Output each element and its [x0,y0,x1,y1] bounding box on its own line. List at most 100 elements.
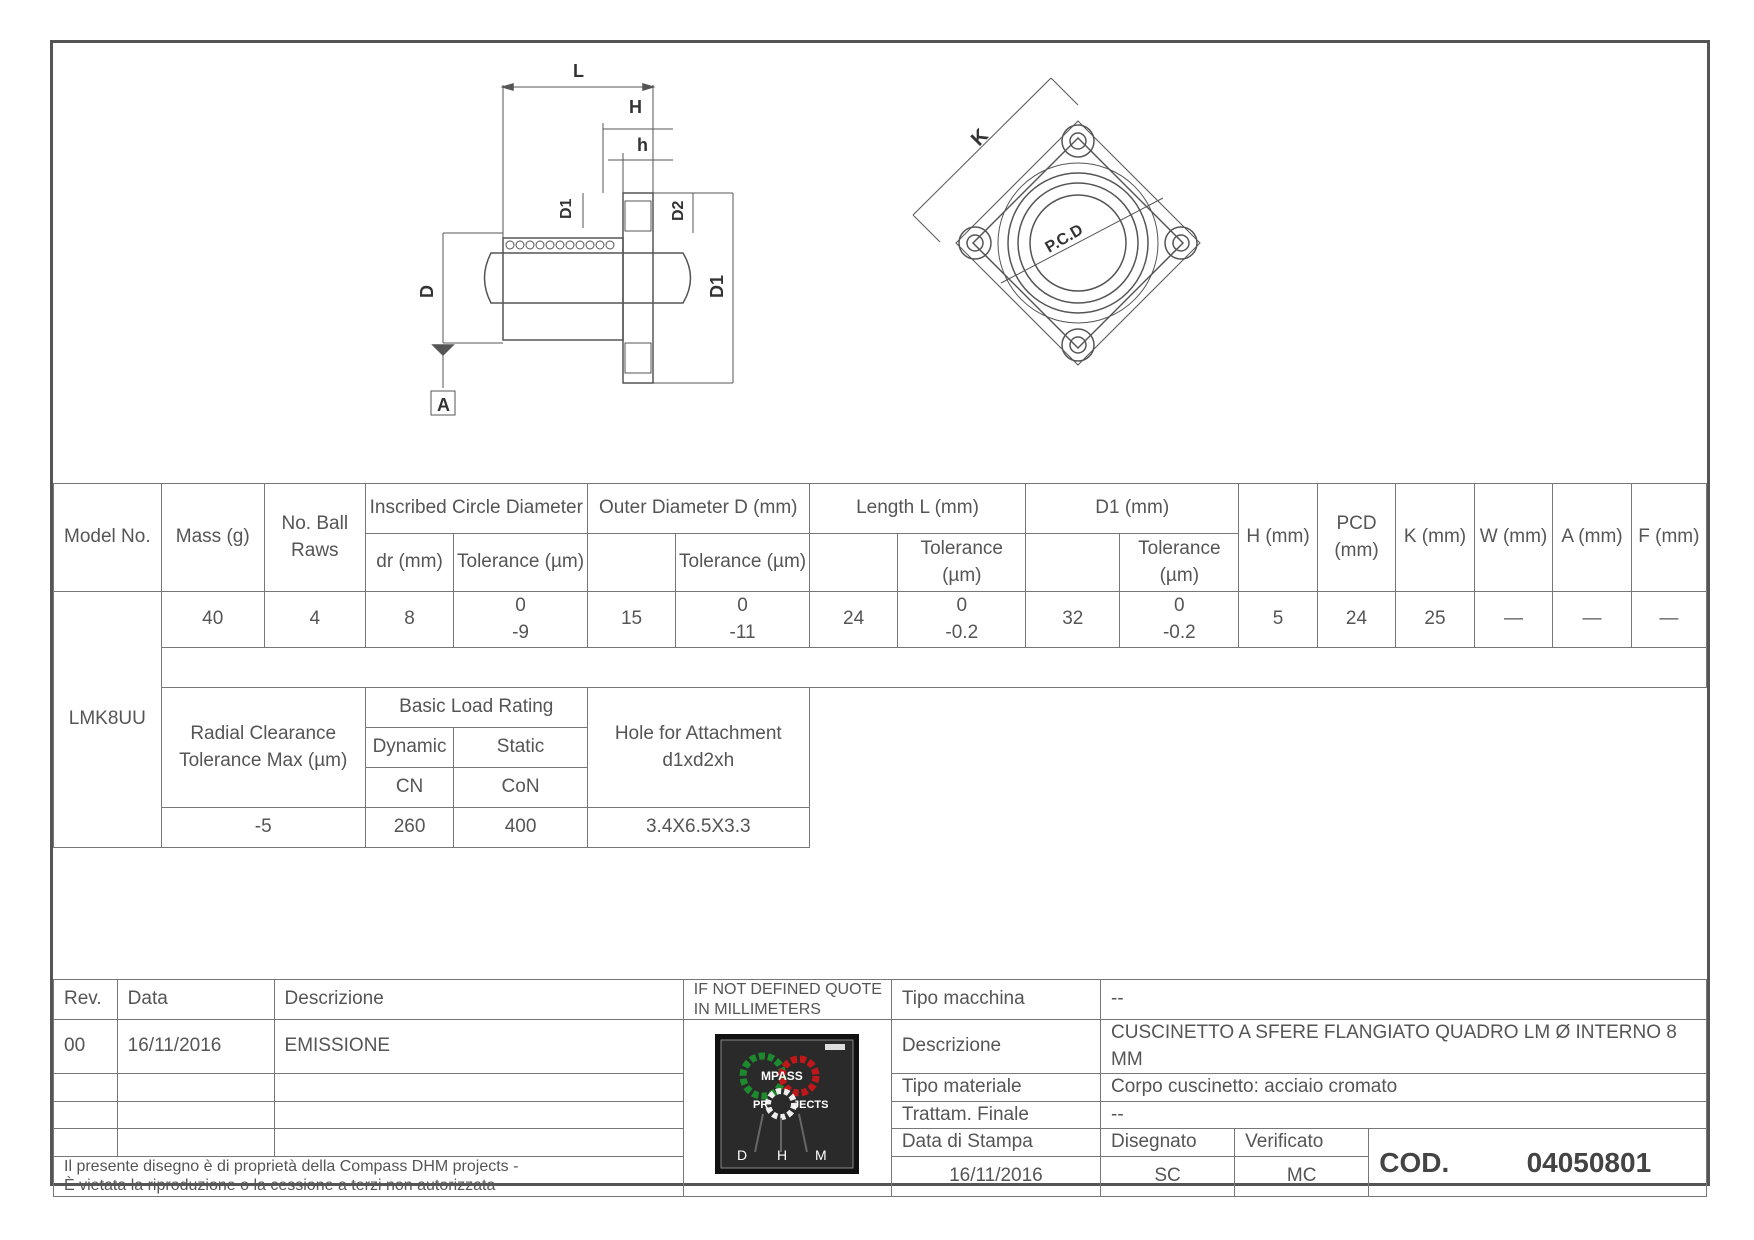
descrizione-label: Descrizione [890,1018,1102,1075]
header-inscribed: Inscribed Circle Diameter [364,483,588,534]
date-row-empty-1 [116,1073,275,1102]
tipo-macchina-value: -- [1100,979,1707,1020]
logo-text-left: PR [753,1099,768,1111]
spacer-row [160,647,1708,688]
blank-area [809,688,1706,848]
rev-label: Rev. [53,979,118,1020]
date-row-empty-3 [116,1128,275,1157]
data-label: Data [116,979,275,1020]
header-length: Length L (mm) [808,483,1027,534]
dr-value: 8 [364,591,455,648]
technical-drawing: L H h D1 D2 D D1 A [53,43,1707,483]
length-tolerance-value: 0 -0.2 [897,591,1027,648]
trattam-value: -- [1100,1100,1707,1130]
property-note: Il presente disegno è di proprietà della… [53,1155,684,1197]
tipo-materiale-label: Tipo materiale [890,1073,1102,1102]
header-model: Model No. [53,483,162,592]
disegnato-label: Disegnato [1099,1128,1236,1157]
label-h: h [637,135,648,155]
cod-label: COD. [1379,1147,1450,1179]
label-D1-small: D1 [558,198,575,219]
cod-value: 04050801 [1526,1147,1652,1179]
date-value: 16/11/2016 [116,1018,275,1075]
trattam-label: Trattam. Finale [890,1100,1102,1130]
quote-note: IF NOT DEFINED QUOTE IN MILLIMETERS [682,979,892,1020]
bearing-drawing-svg: L H h D1 D2 D D1 A [417,61,1201,416]
company-logo: MPASS PR JECTS D H M [682,1019,892,1197]
outer-value: 15 [586,591,677,648]
desc-value: EMISSIONE [273,1018,684,1075]
label-K: K [967,124,993,150]
model-value: LMK8UU [53,591,162,848]
code-cell: COD. 04050801 [1368,1128,1707,1197]
verificato-value: MC [1234,1155,1370,1197]
header-mass: Mass (g) [160,483,265,592]
basic-load-header: Basic Load Rating [364,687,588,728]
dr-tolerance-value: 0 -9 [453,591,588,648]
label-H: H [629,97,642,117]
hole-header: Hole for Attachment d1xd2xh [586,687,810,808]
header-outer: Outer Diameter D (mm) [586,483,810,534]
radial-clearance-header: Radial Clearance Tolerance Max (µm) [160,687,366,808]
date-row-empty-2 [116,1100,275,1130]
outer-tolerance-value: 0 -11 [675,591,810,648]
title-block: Rev. Data Descrizione IF NOT DEFINED QUO… [53,979,1707,1197]
hole-value: 3.4X6.5X3.3 [586,807,810,848]
h-value: 5 [1238,591,1318,648]
header-h: H (mm) [1238,483,1318,592]
tipo-macchina-label: Tipo macchina [890,979,1102,1020]
verificato-label: Verificato [1234,1128,1370,1157]
d1-value: 32 [1025,591,1121,648]
data-stampa-label: Data di Stampa [890,1128,1102,1157]
label-D: D [417,285,437,298]
specification-table: Model No. Mass (g) No. Ball Raws Inscrib… [53,483,1708,848]
tipo-materiale-value: Corpo cuscinetto: acciaio cromato [1100,1073,1707,1102]
drawing-frame: L H h D1 D2 D D1 A [50,40,1710,1197]
header-pcd: PCD (mm) [1316,483,1397,592]
label-D1: D1 [707,275,727,298]
desc-row-empty-3 [273,1128,684,1157]
property-note-line-2: È vietata la riproduzione o la cessione … [64,1177,496,1195]
dynamic-value: 260 [364,807,455,848]
dynamic-header: Dynamic [364,727,455,768]
length-value: 24 [808,591,899,648]
compass-logo-icon: MPASS PR JECTS D H M [715,1033,860,1174]
k-value: 25 [1395,591,1475,648]
descrizione-value: CUSCINETTO A SFERE FLANGIATO QUADRO LM Ø… [1100,1018,1707,1075]
radial-value: -5 [160,807,366,848]
rev-row-empty-2 [53,1100,118,1130]
rev-row-empty-3 [53,1128,118,1157]
rev-row-empty-1 [53,1073,118,1102]
f-value: — [1630,591,1708,648]
desc-label: Descrizione [273,979,684,1020]
con-header: CoN [453,767,588,808]
a-value: — [1552,591,1632,648]
header-d1: D1 (mm) [1025,483,1240,534]
header-d1-tolerance: Tolerance (µm) [1119,533,1240,592]
static-header: Static [453,727,588,768]
property-note-line-1: Il presente disegno è di proprietà della… [64,1158,519,1176]
logo-text-top: MPASS [761,1069,803,1083]
header-outer-tolerance: Tolerance (µm) [675,533,810,592]
header-length-tolerance: Tolerance (µm) [897,533,1027,592]
mass-value: 40 [160,591,265,648]
header-a: A (mm) [1552,483,1632,592]
rev-value: 00 [53,1018,118,1075]
header-k: K (mm) [1395,483,1475,592]
pcd-value: 24 [1316,591,1397,648]
label-A: A [437,395,450,415]
logo-letter-m: M [815,1147,827,1163]
data-stampa-value: 16/11/2016 [890,1155,1102,1197]
side-view [430,82,734,416]
logo-letter-h: H [777,1147,787,1163]
disegnato-value: SC [1099,1155,1236,1197]
header-balls: No. Ball Raws [263,483,366,592]
label-L: L [573,61,584,81]
header-outer-empty [586,533,677,592]
header-f: F (mm) [1630,483,1708,592]
w-value: — [1473,591,1554,648]
header-dr: dr (mm) [364,533,455,592]
header-w: W (mm) [1473,483,1554,592]
balls-value: 4 [263,591,366,648]
logo-letter-d: D [737,1147,747,1163]
